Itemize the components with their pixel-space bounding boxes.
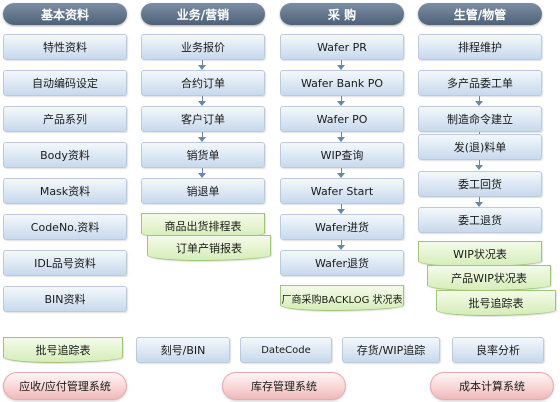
report-product-wip-status[interactable]: 产品WIP状况表 [427, 265, 551, 291]
btn-wafer-start[interactable]: Wafer Start [280, 178, 404, 204]
system-ar-ap[interactable]: 应收/应付管理系统 [3, 372, 127, 400]
btn-outsource-receipt[interactable]: 委工回货 [418, 171, 542, 197]
arrow-down-icon [198, 101, 206, 106]
btn-yield-analysis[interactable]: 良率分析 [452, 337, 544, 363]
column-header-sales: 业务/营销 [141, 3, 265, 25]
connector-line [202, 132, 203, 140]
arrow-down-icon [475, 202, 483, 207]
btn-schedule-maintenance[interactable]: 排程维护 [418, 34, 542, 60]
connector-line [341, 96, 342, 104]
arrow-down-icon [198, 65, 206, 70]
btn-wafer-receipt[interactable]: Wafer进货 [280, 214, 404, 240]
btn-codeno-data[interactable]: CodeNo.资料 [3, 214, 127, 240]
report-order-production-sales[interactable]: 订单产销报表 [147, 235, 271, 261]
btn-inventory-wip-tracking[interactable]: 存货/WIP追踪 [342, 337, 440, 363]
btn-product-series[interactable]: 产品系列 [3, 106, 127, 132]
connector-line [202, 60, 203, 68]
btn-wip-query[interactable]: WIP查询 [280, 142, 404, 168]
column-header-production: 生管/物管 [418, 3, 542, 25]
btn-wafer-return[interactable]: Wafer退货 [280, 250, 404, 276]
connector-line [479, 132, 480, 134]
report-vendor-backlog[interactable]: 厂商采购BACKLOG 状况表 [280, 285, 404, 311]
connector-line [479, 197, 480, 205]
btn-auto-numbering[interactable]: 自动编码设定 [3, 70, 127, 96]
connector-line [479, 160, 480, 168]
btn-wafer-bank-po[interactable]: Wafer Bank PO [280, 70, 404, 96]
column-header-basic: 基本资料 [3, 3, 127, 25]
connector-line [479, 96, 480, 104]
btn-mask-data[interactable]: Mask资料 [3, 178, 127, 204]
arrow-down-icon [337, 65, 345, 70]
btn-wafer-po[interactable]: Wafer PO [280, 106, 404, 132]
connector-line [341, 240, 342, 248]
btn-contract-order[interactable]: 合约订单 [141, 70, 265, 96]
arrow-down-icon [337, 173, 345, 178]
btn-customer-order[interactable]: 客户订单 [141, 106, 265, 132]
btn-sales-invoice[interactable]: 销货单 [141, 142, 265, 168]
arrow-down-icon [337, 101, 345, 106]
arrow-down-icon [475, 165, 483, 170]
report-lot-tracking-bottom[interactable]: 批号追踪表 [3, 337, 123, 363]
btn-characteristic-data[interactable]: 特性资料 [3, 34, 127, 60]
connector-line [202, 168, 203, 176]
report-wip-status[interactable]: WIP状况表 [418, 241, 542, 267]
btn-wafer-pr[interactable]: Wafer PR [280, 34, 404, 60]
column-header-purchase: 采 购 [280, 3, 404, 25]
btn-marking-bin[interactable]: 刻号/BIN [136, 337, 230, 363]
connector-line [202, 96, 203, 104]
btn-sales-return[interactable]: 销退单 [141, 178, 265, 204]
btn-material-issue-return[interactable]: 发(退)料单 [418, 134, 542, 160]
arrow-down-icon [337, 245, 345, 250]
connector-line [341, 132, 342, 140]
btn-datecode[interactable]: DateCode [240, 337, 332, 363]
btn-body-data[interactable]: Body资料 [3, 142, 127, 168]
arrow-down-icon [337, 209, 345, 214]
btn-quotation[interactable]: 业务报价 [141, 34, 265, 60]
connector-line [341, 168, 342, 176]
connector-line [341, 60, 342, 68]
btn-idl-part-no[interactable]: IDL品号资料 [3, 250, 127, 276]
arrow-down-icon [198, 137, 206, 142]
arrow-down-icon [475, 101, 483, 106]
report-lot-tracking[interactable]: 批号追踪表 [436, 290, 556, 316]
btn-bin-data[interactable]: BIN资料 [3, 286, 127, 312]
system-inventory[interactable]: 库存管理系统 [222, 372, 346, 400]
btn-manufacturing-order[interactable]: 制造命令建立 [418, 106, 542, 132]
arrow-down-icon [198, 173, 206, 178]
btn-outsource-return[interactable]: 委工退货 [418, 207, 542, 233]
btn-multi-product-work-order[interactable]: 多产品委工单 [418, 70, 542, 96]
connector-line [341, 204, 342, 212]
system-costing[interactable]: 成本计算系统 [430, 372, 554, 400]
arrow-down-icon [337, 137, 345, 142]
